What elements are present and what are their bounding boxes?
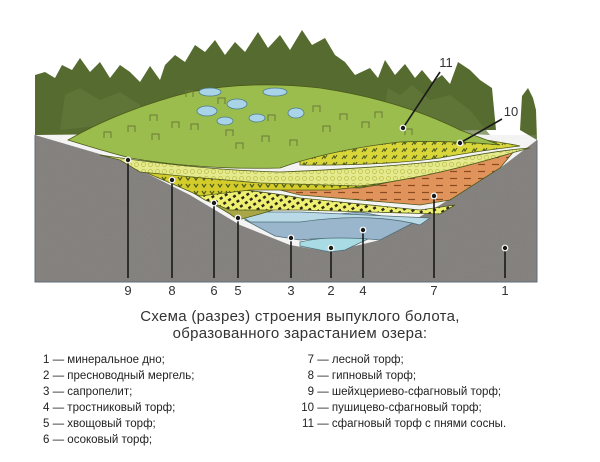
callout-label-11: 11 — [439, 55, 453, 70]
legend-item: 4 — тростниковый торф; — [43, 402, 176, 414]
scheuchzeria-sphagnum-peat-layer — [99, 147, 531, 187]
legend-item: 6 — осоковый торф; — [43, 434, 153, 446]
reed-peat-layer — [233, 211, 432, 226]
callout-dots — [124, 124, 509, 252]
callout-label-7: 7 — [430, 283, 438, 298]
bog-pools — [196, 87, 305, 126]
callout-leaders — [127, 71, 506, 278]
bog-cross-section-diagram — [34, 30, 538, 283]
callout-label-8: 8 — [168, 283, 176, 298]
callout-label-6: 6 — [210, 283, 218, 298]
legend-item: 1 — минеральное дно; — [43, 354, 165, 366]
callout-label-1: 1 — [501, 283, 509, 298]
callout-label-9: 9 — [124, 283, 132, 298]
legend-item: 5 — хвощовый торф; — [43, 418, 156, 430]
pine-stumps — [103, 90, 413, 149]
legend-item: 7 — лесной торф; — [307, 354, 404, 366]
legend-item: 8 — гипновый торф; — [307, 370, 417, 382]
callout-label-4: 4 — [359, 283, 367, 298]
diagram-title: Схема (разрез) строения выпуклого болота… — [0, 308, 600, 342]
legend-left-column: 1 — минеральное дно; 2 — пресноводный ме… — [43, 352, 194, 448]
legend-item: 10 — пушицево-сфагновый торф; — [301, 402, 482, 414]
legend-item: 2 — пресноводный мергель; — [43, 370, 195, 382]
legend-item: 11 — сфагновый торф с пнями сосны. — [302, 418, 507, 430]
callout-label-3: 3 — [287, 283, 295, 298]
legend-item: 9 — шейхцериево-сфагновый торф; — [307, 386, 502, 398]
mineral-bottom-layer — [35, 135, 537, 282]
legend-right-column: 7 — лесной торф; 8 — гипновый торф; 9 — … — [290, 352, 506, 432]
title-line-1: Схема (разрез) строения выпуклого болота… — [140, 308, 460, 325]
title-line-2: образованного зарастанием озера: — [172, 325, 428, 342]
callout-label-5: 5 — [234, 283, 242, 298]
callout-label-10: 10 — [503, 104, 519, 119]
callout-label-2: 2 — [327, 283, 335, 298]
legend-item: 3 — сапропелит; — [43, 386, 133, 398]
